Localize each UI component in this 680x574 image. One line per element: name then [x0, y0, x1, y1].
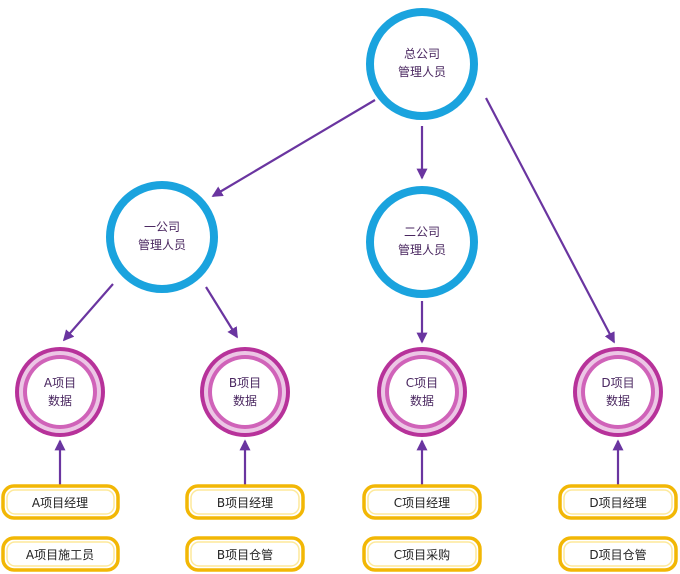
pb-label-line1: B项目: [229, 376, 261, 390]
arrows: [54, 97, 624, 486]
role-box-c2: C项目采购: [362, 536, 482, 572]
project-node-b: B项目 数据: [200, 347, 290, 437]
project-node-d: D项目 数据: [573, 347, 663, 437]
pc-label-line2: 数据: [410, 393, 434, 408]
project-node-c: C项目 数据: [377, 347, 467, 437]
pc-label-line1: C项目: [406, 376, 438, 390]
c2-label-line1: 二公司: [404, 225, 440, 239]
pd-label-line1: D项目: [601, 376, 634, 390]
b2-label: B项目仓管: [217, 547, 273, 562]
role-box-c1: C项目经理: [362, 484, 482, 520]
arrow-c1-to-pb: [205, 286, 238, 339]
arrow-hq-to-pd: [485, 97, 615, 344]
hq-label-line1: 总公司: [404, 47, 440, 61]
project-node-a: A项目 数据: [15, 347, 105, 437]
hq-label-line2: 管理人员: [398, 64, 446, 79]
c1-label-line1: 一公司: [144, 220, 180, 234]
pb-label-line2: 数据: [233, 393, 257, 408]
company-node-hq: 总公司 管理人员: [366, 8, 478, 120]
c2-label-line2: 管理人员: [398, 242, 446, 257]
pd-label-line2: 数据: [606, 393, 630, 408]
pa-label-line1: A项目: [44, 376, 76, 390]
role-box-d2: D项目仓管: [558, 536, 678, 572]
arrow-hq-to-c1: [211, 99, 376, 197]
c2-box-label: C项目采购: [394, 547, 450, 562]
role-box-a1: A项目经理: [1, 484, 120, 520]
a1-label: A项目经理: [32, 496, 88, 510]
arrow-c1-to-pa: [62, 283, 114, 342]
d1-label: D项目经理: [589, 496, 646, 510]
d2-label: D项目仓管: [589, 547, 646, 562]
c1-box-label: C项目经理: [394, 496, 450, 510]
c1-label-line2: 管理人员: [138, 237, 186, 252]
a2-label: A项目施工员: [26, 548, 94, 562]
company-node-c1: 一公司 管理人员: [106, 181, 218, 293]
role-box-a2: A项目施工员: [1, 536, 120, 572]
company-node-c2: 二公司 管理人员: [366, 186, 478, 298]
role-box-b1: B项目经理: [185, 484, 305, 520]
role-box-b2: B项目仓管: [185, 536, 305, 572]
b1-label: B项目经理: [217, 496, 273, 510]
pa-label-line2: 数据: [48, 393, 72, 408]
role-box-d1: D项目经理: [558, 484, 678, 520]
